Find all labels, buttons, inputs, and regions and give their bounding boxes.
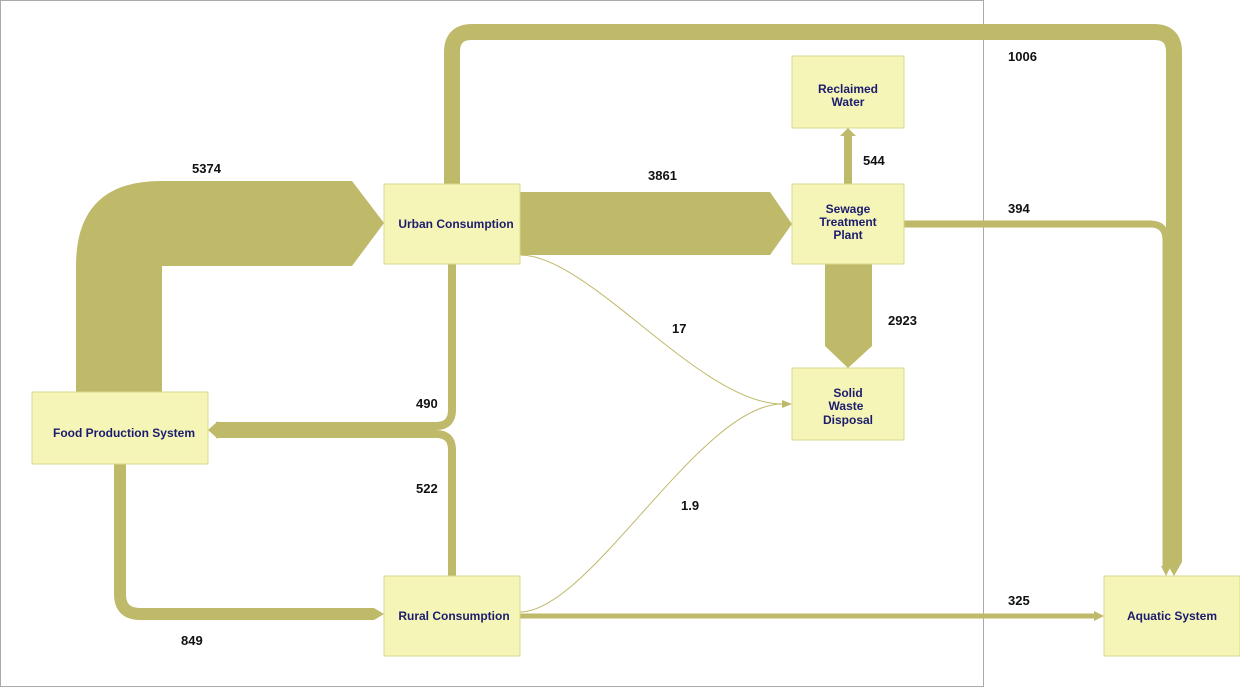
- node-urban-consumption[interactable]: Urban Consumption: [383, 183, 521, 265]
- node-rural-consumption-label: Rural Consumption: [398, 609, 509, 623]
- node-reclaimed-line-2: Water: [832, 95, 865, 109]
- node-sewage-line-1: Sewage: [826, 202, 871, 216]
- node-aquatic-label: Aquatic System: [1127, 609, 1217, 623]
- flow-label-sewage-to-aquatic: 394: [1008, 201, 1030, 216]
- flow-urban-to-aquatic: [444, 24, 1182, 562]
- flow-food-to-urban: [76, 181, 384, 392]
- flow-sewage-to-solid: [825, 264, 872, 368]
- flow-label-rural-to-aquatic: 325: [1008, 593, 1030, 608]
- node-aquatic-system[interactable]: Aquatic System: [1103, 575, 1240, 657]
- node-sewage-line-2: Treatment: [819, 215, 876, 229]
- node-reclaimed-line-1: Reclaimed: [818, 82, 878, 96]
- flow-sewage-to-aquatic: [904, 220, 1170, 566]
- node-rural-consumption[interactable]: Rural Consumption: [383, 575, 521, 657]
- flow-label-sewage-to-solid: 2923: [888, 313, 917, 328]
- flow-to-solid-arrow: [782, 400, 792, 408]
- flow-sewage-to-aquatic-arrow: [1161, 566, 1171, 576]
- flow-urban-to-solid: [519, 254, 783, 405]
- flow-urban-to-sewage: [520, 192, 792, 255]
- flow-urban-to-aquatic-arrow: [1166, 562, 1182, 576]
- flow-sewage-to-reclaimed: [840, 128, 856, 184]
- node-sewage-line-3: Plant: [833, 228, 862, 242]
- diagram-frame: [0, 0, 984, 687]
- flow-to-food-arrow: [208, 421, 218, 439]
- flow-rural-to-solid: [519, 403, 783, 613]
- node-solid-line-3: Disposal: [823, 413, 873, 427]
- node-reclaimed-water[interactable]: Reclaimed Water: [791, 55, 905, 129]
- node-sewage-treatment[interactable]: Sewage Treatment Plant: [791, 183, 905, 265]
- flow-food-to-rural-arrow: [374, 608, 384, 620]
- node-solid-line-1: Solid: [833, 386, 862, 400]
- flow-rural-to-aquatic-arrow: [1094, 611, 1104, 621]
- flow-label-sewage-to-reclaimed: 544: [863, 153, 885, 168]
- node-food-production-label: Food Production System: [53, 426, 195, 440]
- node-solid-line-2: Waste: [829, 399, 864, 413]
- flow-label-urban-to-aquatic: 1006: [1008, 49, 1037, 64]
- flow-label-food-to-urban: 5374: [192, 161, 222, 176]
- flow-label-urban-to-solid: 17: [672, 321, 686, 336]
- flow-urban-to-food: [216, 264, 456, 430]
- flow-food-to-rural: [114, 464, 374, 620]
- flow-label-rural-to-solid: 1.9: [681, 498, 699, 513]
- flow-label-urban-to-food: 490: [416, 396, 438, 411]
- node-solid-waste[interactable]: Solid Waste Disposal: [791, 367, 905, 441]
- flow-label-urban-to-sewage: 3861: [648, 168, 677, 183]
- flow-label-rural-to-food: 522: [416, 481, 438, 496]
- node-urban-consumption-label: Urban Consumption: [398, 217, 513, 231]
- flow-label-food-to-rural: 849: [181, 633, 203, 648]
- node-food-production[interactable]: Food Production System: [31, 391, 209, 465]
- flow-rural-to-food: [216, 430, 456, 576]
